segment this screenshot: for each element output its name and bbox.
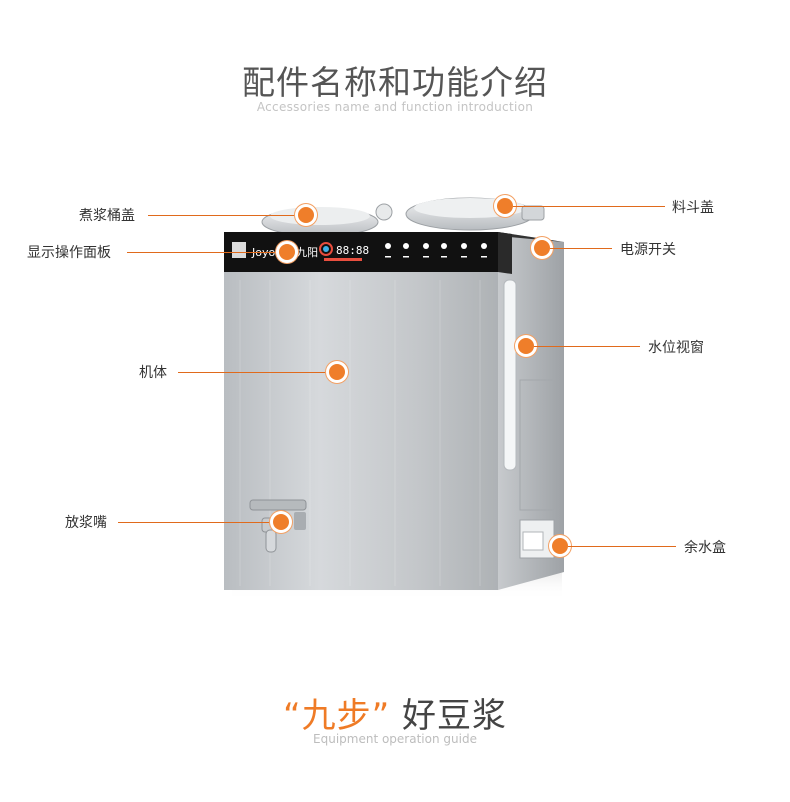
marker-water-window xyxy=(518,338,534,354)
leader-display-panel xyxy=(127,252,279,253)
control-buttons xyxy=(385,243,487,258)
label-display-panel: 显示操作面板 xyxy=(27,245,111,261)
slogan-rest: 好豆浆 xyxy=(390,696,508,736)
page-subtitle: Accessories name and function introducti… xyxy=(256,100,534,114)
slogan-brand: 九步 xyxy=(301,696,372,736)
water-window-shape xyxy=(503,279,517,471)
marker-display-panel xyxy=(279,244,295,260)
page-title: 配件名称和功能介绍 xyxy=(242,63,548,102)
slogan-quote-open: “ xyxy=(282,696,302,736)
slogan: “九步” 好豆浆 xyxy=(0,688,790,737)
leader-water-window xyxy=(534,346,640,347)
lid-knob xyxy=(375,203,393,221)
label-hopper-lid: 料斗盖 xyxy=(672,200,714,216)
label-pot-lid: 煮浆桶盖 xyxy=(79,208,135,224)
slogan-quote-close: ” xyxy=(371,696,391,736)
label-power-switch: 电源开关 xyxy=(620,242,676,258)
label-overflow-box: 余水盒 xyxy=(684,540,726,556)
marker-overflow-box xyxy=(552,538,568,554)
label-body: 机体 xyxy=(139,365,167,381)
marker-pot-lid xyxy=(298,207,314,223)
label-water-window: 水位视窗 xyxy=(648,340,704,356)
marker-spout xyxy=(273,514,289,530)
marker-hopper-lid xyxy=(497,198,513,214)
leader-body xyxy=(178,372,329,373)
leader-hopper-lid xyxy=(513,206,665,207)
marker-power-switch xyxy=(534,240,550,256)
machine-front xyxy=(224,272,498,590)
leader-overflow-box xyxy=(568,546,676,547)
leader-power-switch xyxy=(550,248,612,249)
leader-pot-lid xyxy=(148,215,298,216)
leader-spout xyxy=(118,522,273,523)
label-spout: 放浆嘴 xyxy=(65,515,107,531)
marker-body xyxy=(329,364,345,380)
led-display: 88:88 xyxy=(336,244,369,257)
slogan-subtitle: Equipment operation guide xyxy=(313,732,477,746)
